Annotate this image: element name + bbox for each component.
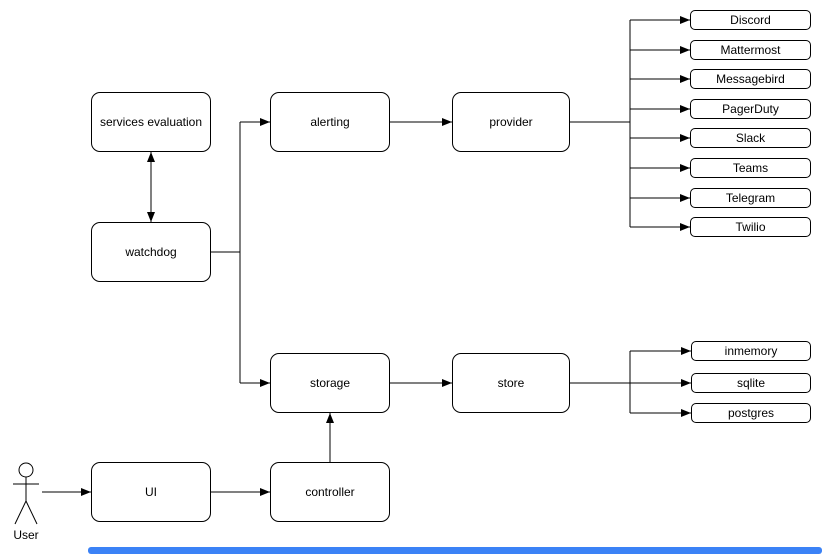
node-store-inmemory-label: inmemory: [724, 344, 778, 358]
node-provider-teams[interactable]: Teams: [690, 158, 811, 178]
node-provider-twilio[interactable]: Twilio: [690, 217, 811, 237]
user-actor-label: User: [13, 528, 39, 542]
node-provider-mattermost-label: Mattermost: [720, 43, 781, 57]
node-provider-messagebird-label: Messagebird: [716, 72, 785, 86]
node-watchdog[interactable]: watchdog: [91, 222, 211, 282]
node-provider-twilio-label: Twilio: [735, 220, 766, 234]
node-provider-label: provider: [489, 115, 533, 129]
node-controller-label: controller: [305, 485, 355, 499]
node-store-postgres-label: postgres: [727, 406, 775, 420]
node-provider-slack-label: Slack: [735, 131, 766, 145]
node-provider-discord-label: Discord: [730, 13, 771, 27]
node-store-sqlite[interactable]: sqlite: [691, 373, 811, 393]
node-store[interactable]: store: [452, 353, 570, 413]
node-ui[interactable]: UI: [91, 462, 211, 522]
node-store-inmemory[interactable]: inmemory: [691, 341, 811, 361]
node-controller[interactable]: controller: [270, 462, 390, 522]
node-provider-telegram-label: Telegram: [725, 191, 776, 205]
node-provider-messagebird[interactable]: Messagebird: [690, 69, 811, 89]
node-store-sqlite-label: sqlite: [736, 376, 765, 390]
node-provider[interactable]: provider: [452, 92, 570, 152]
node-watchdog-label: watchdog: [125, 245, 177, 259]
node-provider-discord[interactable]: Discord: [690, 10, 811, 30]
node-provider-telegram[interactable]: Telegram: [690, 188, 811, 208]
node-ui-label: UI: [145, 485, 157, 499]
node-storage[interactable]: storage: [270, 353, 390, 413]
node-alerting-label: alerting: [310, 115, 350, 129]
node-store-label: store: [497, 376, 525, 390]
node-store-postgres[interactable]: postgres: [691, 403, 811, 423]
node-services-evaluation-label: services evaluation: [99, 115, 203, 129]
node-services-evaluation[interactable]: services evaluation: [91, 92, 211, 152]
node-provider-slack[interactable]: Slack: [690, 128, 811, 148]
node-provider-pagerduty-label: PagerDuty: [722, 102, 779, 116]
horizontal-scrollbar[interactable]: [88, 547, 822, 554]
node-storage-label: storage: [309, 376, 351, 390]
node-alerting[interactable]: alerting: [270, 92, 390, 152]
node-provider-teams-label: Teams: [732, 161, 769, 175]
node-provider-mattermost[interactable]: Mattermost: [690, 40, 811, 60]
user-actor-icon: [13, 462, 39, 525]
node-provider-pagerduty[interactable]: PagerDuty: [690, 99, 811, 119]
